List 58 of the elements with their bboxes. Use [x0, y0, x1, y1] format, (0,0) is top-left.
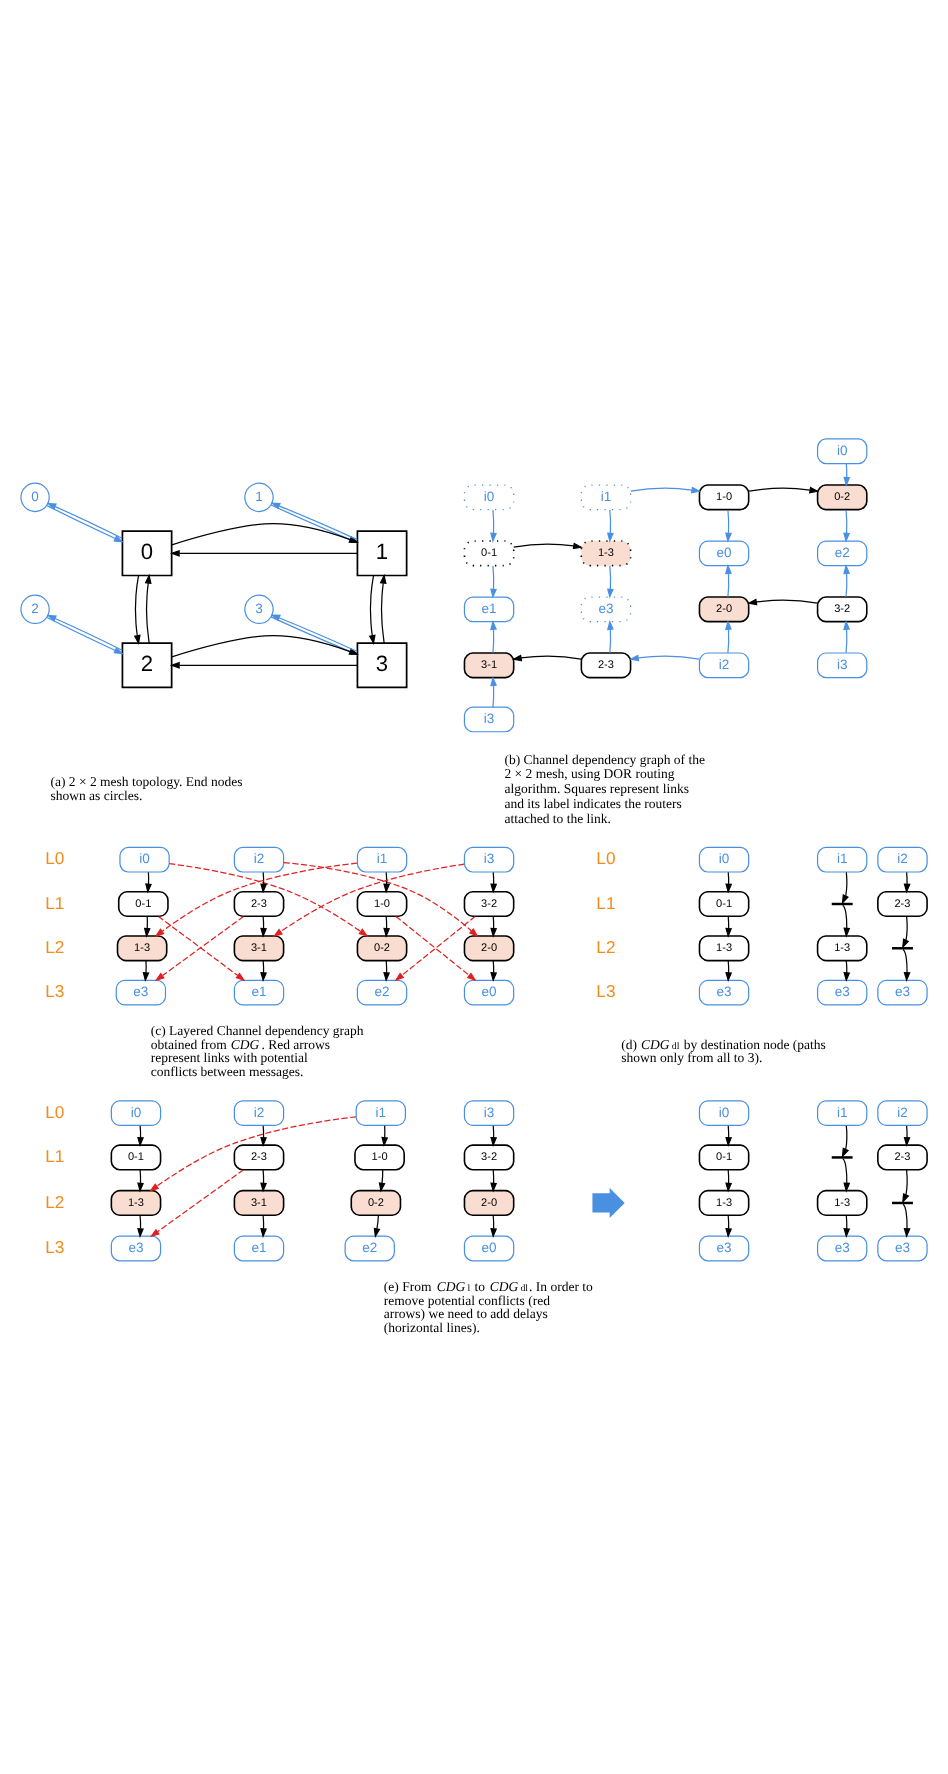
- arrow: [748, 485, 820, 493]
- arrow: [490, 564, 497, 598]
- node-box: 1: [356, 529, 408, 576]
- arrow: [842, 903, 851, 937]
- arrow: [903, 1124, 911, 1146]
- arrow: [843, 619, 851, 653]
- arrow: [747, 597, 819, 605]
- arrow: [725, 563, 732, 597]
- arrow: [842, 1157, 851, 1192]
- arrow: [843, 563, 851, 597]
- arrow: [841, 1124, 850, 1157]
- arrow: [368, 573, 376, 644]
- label: L2: [45, 935, 65, 956]
- arrow: [607, 508, 614, 542]
- arrow: [169, 548, 358, 556]
- arrow: [511, 653, 582, 661]
- node-box: 2: [121, 641, 173, 688]
- label: L0: [45, 847, 65, 868]
- node-arrow: [592, 1186, 625, 1217]
- label: L0: [596, 847, 616, 868]
- node-box: 3: [356, 641, 408, 688]
- label: L3: [45, 980, 65, 1001]
- arrow: [144, 572, 152, 643]
- arrow: [902, 915, 910, 948]
- arrow: [133, 573, 141, 644]
- node-box: 0: [121, 529, 173, 576]
- arrow: [843, 508, 851, 542]
- arrow: [513, 541, 583, 549]
- label: L1: [45, 1145, 65, 1165]
- arrow: [630, 485, 702, 493]
- arrow: [490, 619, 497, 653]
- label: L1: [596, 891, 616, 912]
- label: L3: [596, 980, 616, 1001]
- node-bar: [831, 1155, 853, 1158]
- label: L2: [45, 1190, 65, 1211]
- arrow: [725, 619, 732, 653]
- label: L3: [45, 1236, 65, 1257]
- arrow: [490, 508, 497, 542]
- arrow: [379, 572, 387, 643]
- node-bar: [892, 946, 913, 949]
- arrow: [629, 653, 700, 661]
- arrow: [149, 1115, 357, 1191]
- label: L0: [45, 1100, 65, 1121]
- arrow: [841, 870, 850, 904]
- arrow: [490, 675, 498, 707]
- arrow: [149, 1168, 245, 1237]
- arrow: [725, 508, 732, 542]
- arrow: [903, 870, 911, 893]
- label: L1: [45, 891, 65, 912]
- arrow: [607, 619, 614, 653]
- arrow: [902, 1202, 911, 1237]
- arrow: [169, 660, 358, 668]
- arrow: [373, 1213, 381, 1237]
- arrow: [607, 564, 614, 598]
- arrow: [902, 948, 911, 981]
- arrow: [902, 1168, 910, 1203]
- label: L2: [596, 935, 616, 956]
- arrow: [142, 959, 150, 982]
